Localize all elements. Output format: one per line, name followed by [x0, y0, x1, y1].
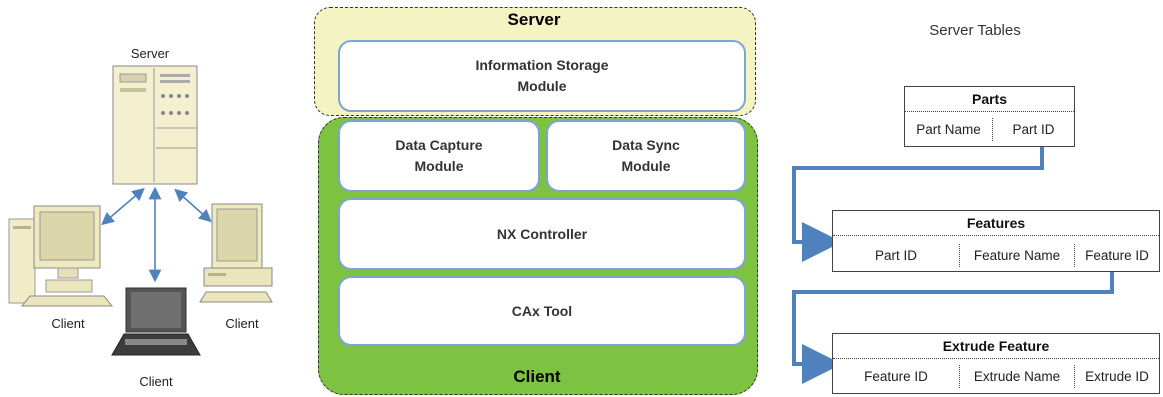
- arrow-server-client-left: [101, 187, 145, 226]
- data-sync-module: Data Sync Module: [546, 120, 746, 192]
- table-cell: Feature Name: [960, 244, 1075, 267]
- table-row: Part Name Part ID: [905, 118, 1074, 141]
- table-cell: Feature ID: [833, 365, 960, 388]
- network-graphics: [8, 65, 273, 356]
- table-connectors: [792, 146, 1114, 384]
- information-storage-module: Information Storage Module: [338, 40, 746, 112]
- client-label-right: Client: [225, 316, 259, 331]
- client-label-left: Client: [51, 316, 85, 331]
- server-zone-title: Server: [507, 10, 561, 29]
- data-capture-module: Data Capture Module: [338, 120, 540, 192]
- extrude-table-title: Extrude Feature: [833, 334, 1159, 359]
- extrude-feature-table: Extrude Feature Feature ID Extrude Name …: [832, 333, 1160, 394]
- laptop-client-icon: [111, 287, 201, 356]
- table-cell: Extrude ID: [1085, 369, 1149, 384]
- table-cell: Part ID: [1012, 122, 1055, 137]
- parts-table-title: Parts: [905, 87, 1074, 112]
- server-icon: [112, 65, 198, 185]
- cax-tool-module: CAx Tool: [338, 276, 746, 346]
- table-row: Feature ID Extrude Name Extrude ID: [833, 365, 1159, 388]
- table-cell: Part Name: [905, 118, 993, 141]
- connector-parts-to-features: [792, 146, 1044, 262]
- client-zone-title: Client: [513, 367, 561, 386]
- server-label: Server: [130, 46, 170, 61]
- client-label-bottom: Client: [139, 374, 173, 389]
- arrow-server-client-right: [174, 188, 212, 223]
- features-table: Features Part ID Feature Name Feature ID: [832, 210, 1160, 272]
- parts-table: Parts Part Name Part ID: [904, 86, 1075, 147]
- table-row: Part ID Feature Name Feature ID: [833, 244, 1159, 267]
- table-cell: Part ID: [833, 244, 960, 267]
- desktop-client-right-icon: [199, 203, 273, 303]
- server-tables-title: Server Tables: [929, 22, 1021, 39]
- table-cell: Extrude Name: [960, 365, 1075, 388]
- nx-controller-module: NX Controller: [338, 198, 746, 270]
- features-table-title: Features: [833, 211, 1159, 236]
- table-cell: Feature ID: [1085, 248, 1149, 263]
- desktop-client-left-icon: [8, 205, 114, 307]
- connector-features-to-extrude: [792, 270, 1114, 384]
